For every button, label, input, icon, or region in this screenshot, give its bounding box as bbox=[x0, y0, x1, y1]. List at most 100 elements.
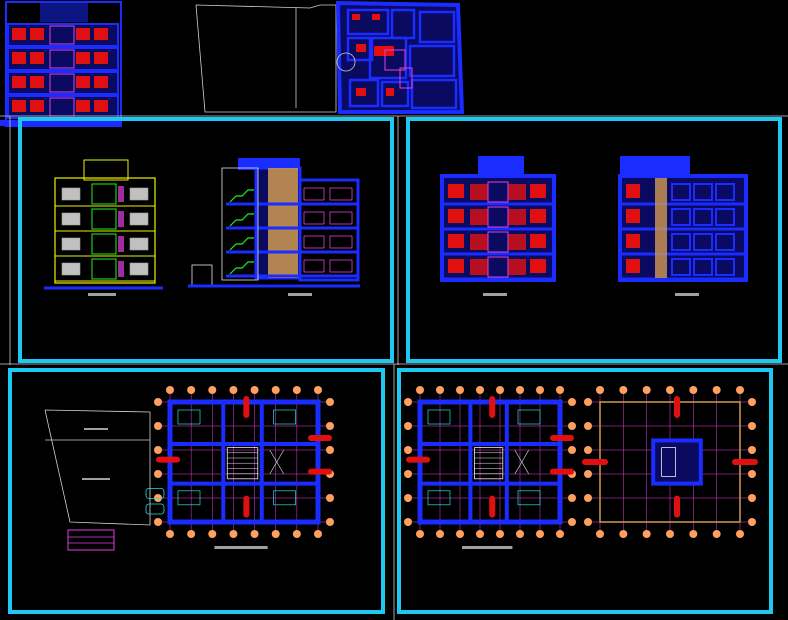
axis-bubble bbox=[748, 518, 756, 526]
window bbox=[448, 209, 464, 223]
axis-bubble bbox=[456, 386, 464, 394]
window bbox=[626, 209, 640, 223]
opening bbox=[303, 259, 325, 273]
furniture bbox=[372, 14, 380, 20]
axis-bubble bbox=[456, 530, 464, 538]
axis-bubble bbox=[568, 422, 576, 430]
window-frame bbox=[671, 208, 691, 226]
window-frame bbox=[715, 233, 735, 251]
roof-beam bbox=[582, 459, 608, 465]
window bbox=[76, 100, 90, 112]
axis-bubble bbox=[584, 422, 592, 430]
axis-bubble bbox=[292, 386, 301, 394]
balcony bbox=[91, 258, 117, 280]
balcony bbox=[91, 233, 117, 255]
window bbox=[530, 234, 546, 248]
axis-bubble bbox=[250, 386, 259, 394]
axis-bubble bbox=[416, 386, 424, 394]
window bbox=[470, 234, 488, 250]
axis-bubble bbox=[326, 494, 334, 502]
window bbox=[470, 209, 488, 225]
window-frame bbox=[671, 233, 691, 251]
axis-bubble bbox=[596, 530, 604, 538]
axis-bubble bbox=[404, 518, 412, 526]
window bbox=[508, 184, 526, 200]
window bbox=[448, 184, 464, 198]
axis-bubble bbox=[476, 530, 484, 538]
drawing-title-bar bbox=[462, 546, 513, 549]
stair bbox=[661, 447, 676, 477]
window-frame bbox=[693, 258, 713, 276]
axis-bubble bbox=[748, 470, 756, 478]
axis-bubble bbox=[326, 446, 334, 454]
sheet-frame-4 bbox=[397, 368, 773, 614]
axis-bubble bbox=[271, 530, 280, 538]
window-frame bbox=[715, 208, 735, 226]
balcony bbox=[49, 73, 75, 93]
window bbox=[12, 76, 26, 88]
window bbox=[61, 262, 81, 276]
opening bbox=[329, 187, 353, 201]
furniture bbox=[356, 44, 366, 52]
window bbox=[94, 76, 108, 88]
red-element bbox=[489, 495, 496, 518]
axis-bubble bbox=[436, 530, 444, 538]
red-element bbox=[308, 435, 332, 441]
furniture bbox=[352, 14, 360, 20]
drawing-title-bar bbox=[214, 546, 268, 549]
site-outline bbox=[195, 4, 337, 113]
room bbox=[380, 80, 410, 108]
stair bbox=[384, 49, 406, 71]
window bbox=[129, 212, 149, 226]
furniture bbox=[386, 88, 394, 96]
furniture bbox=[356, 88, 366, 96]
window-frame bbox=[715, 183, 735, 201]
red-element bbox=[308, 468, 332, 475]
floor-plan-roof bbox=[582, 386, 758, 538]
axis-bubble bbox=[187, 386, 196, 394]
window-frame bbox=[715, 258, 735, 276]
axis-bubble bbox=[208, 386, 217, 394]
window bbox=[61, 237, 81, 251]
sheet-frame-3 bbox=[8, 368, 385, 614]
window bbox=[530, 209, 546, 223]
axis-bubble bbox=[166, 386, 174, 394]
section-with-stairs bbox=[188, 158, 360, 296]
window bbox=[508, 209, 526, 225]
axis-bubble bbox=[584, 470, 592, 478]
balcony bbox=[487, 206, 509, 228]
room bbox=[410, 78, 458, 110]
window bbox=[470, 184, 488, 200]
opening bbox=[329, 259, 353, 273]
axis-bubble bbox=[556, 386, 564, 394]
axis-bubble bbox=[619, 530, 628, 538]
window bbox=[94, 28, 108, 40]
axis-bubble bbox=[404, 470, 412, 478]
balcony bbox=[487, 256, 509, 278]
shaft-cross bbox=[514, 449, 530, 475]
axis-bubble bbox=[689, 530, 698, 538]
window bbox=[30, 76, 44, 88]
window bbox=[76, 28, 90, 40]
room bbox=[418, 10, 456, 44]
axis-bubble bbox=[496, 386, 504, 394]
window bbox=[470, 259, 488, 275]
axis-bubble bbox=[314, 530, 322, 538]
furniture bbox=[177, 409, 201, 425]
furniture bbox=[427, 490, 451, 506]
axis-bubble bbox=[536, 386, 544, 394]
axis-bubble bbox=[568, 446, 576, 454]
axis-bubble bbox=[271, 386, 280, 394]
axis-bubble bbox=[404, 422, 412, 430]
red-element bbox=[243, 396, 250, 418]
axis-bubble bbox=[748, 494, 756, 502]
stair-run bbox=[229, 261, 254, 275]
shaft-cross bbox=[269, 449, 285, 475]
window bbox=[530, 184, 546, 198]
furniture bbox=[517, 490, 541, 506]
window bbox=[30, 100, 44, 112]
door bbox=[118, 261, 124, 277]
room bbox=[348, 78, 380, 108]
axis-bubble bbox=[208, 530, 217, 538]
